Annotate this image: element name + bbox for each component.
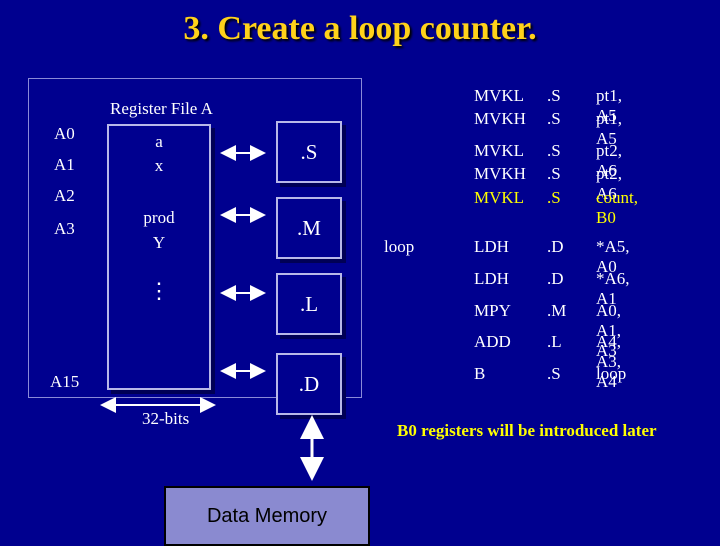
register-a15: A15 bbox=[50, 372, 80, 391]
note-text: B0 registers will be introduced later bbox=[397, 421, 657, 440]
code-unit: .S bbox=[547, 141, 561, 160]
code-operands: pt2, A6 bbox=[596, 164, 622, 203]
code-operands: loop bbox=[596, 364, 627, 383]
code-mnemonic: MVKH bbox=[474, 109, 526, 128]
register-a3: A3 bbox=[54, 219, 75, 238]
code-operands-highlight: count, B0 bbox=[596, 188, 639, 227]
register-value-x: x bbox=[154, 156, 164, 175]
code-operands: A4, A3, A4 bbox=[596, 332, 622, 391]
slide-title: 3. Create a loop counter. bbox=[183, 10, 537, 47]
register-file bbox=[107, 124, 211, 390]
code-mnemonic: LDH bbox=[474, 237, 509, 256]
register-a1: A1 bbox=[54, 155, 75, 174]
register-value-prod: prod bbox=[143, 208, 175, 227]
code-unit: .D bbox=[547, 237, 564, 256]
code-unit: .M bbox=[547, 301, 567, 320]
code-mnemonic: MVKH bbox=[474, 164, 526, 183]
data-memory-box: Data Memory bbox=[164, 486, 370, 546]
register-value-a: a bbox=[155, 132, 163, 151]
unit-s: .S bbox=[276, 121, 342, 183]
loop-label: loop bbox=[384, 237, 415, 256]
code-operands: pt1, A5 bbox=[596, 109, 622, 148]
register-value-y: Y bbox=[152, 233, 166, 252]
code-unit: .S bbox=[547, 364, 561, 383]
code-unit: .S bbox=[547, 164, 561, 183]
code-operands: *A6, A1 bbox=[596, 269, 630, 308]
code-unit: .S bbox=[547, 86, 561, 105]
unit-l: .L bbox=[276, 273, 342, 335]
code-mnemonic: MPY bbox=[474, 301, 511, 320]
code-unit: .L bbox=[547, 332, 562, 351]
code-mnemonic: MVKL bbox=[474, 86, 525, 105]
unit-d: .D bbox=[276, 353, 342, 415]
code-operands: *A5, A0 bbox=[596, 237, 630, 276]
register-ellipsis: ⋮ bbox=[148, 278, 170, 303]
bit-width-label: 32-bits bbox=[142, 409, 190, 428]
code-mnemonic: LDH bbox=[474, 269, 509, 288]
code-mnemonic: ADD bbox=[474, 332, 511, 351]
register-file-label: Register File A bbox=[110, 99, 213, 118]
unit-m: .M bbox=[276, 197, 342, 259]
register-a2: A2 bbox=[54, 186, 75, 205]
code-unit-highlight: .S bbox=[547, 188, 561, 207]
code-unit: .S bbox=[547, 109, 561, 128]
code-operands: A0, A1, A3 bbox=[596, 301, 622, 360]
code-operands: pt1, A5 bbox=[596, 86, 622, 125]
code-unit: .D bbox=[547, 269, 564, 288]
code-mnemonic-highlight: MVKL bbox=[474, 188, 525, 207]
code-operands: pt2, A6 bbox=[596, 141, 622, 180]
code-mnemonic: MVKL bbox=[474, 141, 525, 160]
register-a0: A0 bbox=[54, 124, 75, 143]
code-mnemonic: B bbox=[474, 364, 486, 383]
